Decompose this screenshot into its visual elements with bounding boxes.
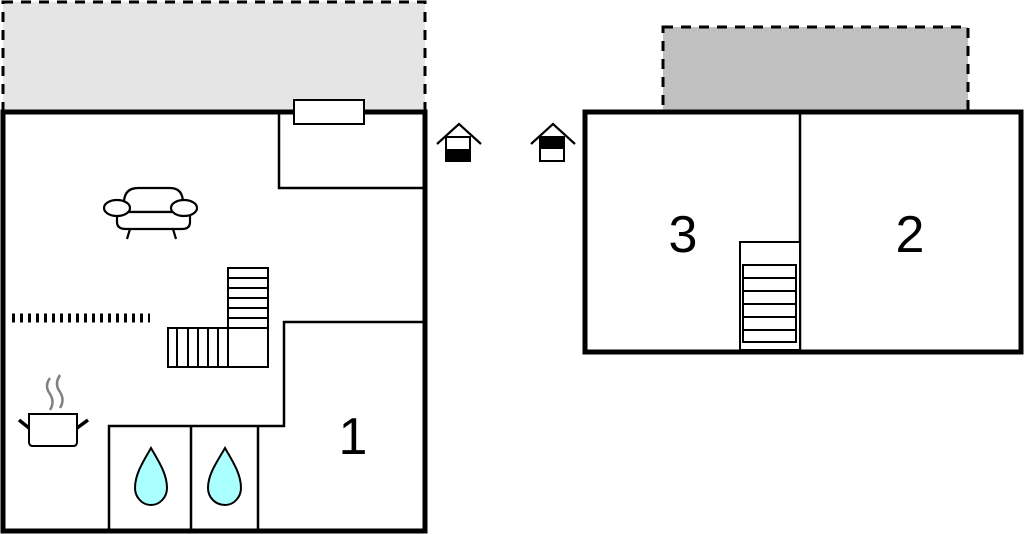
room-1-wall bbox=[107, 320, 425, 531]
terrace-upper bbox=[661, 25, 970, 114]
staircase-icon bbox=[739, 241, 801, 351]
shower-icon bbox=[133, 445, 169, 507]
upper-floor-indicator-icon[interactable] bbox=[530, 122, 576, 162]
ground-floor-indicator-icon[interactable] bbox=[436, 122, 482, 162]
room-label-1: 1 bbox=[338, 408, 368, 466]
closet-wall bbox=[277, 114, 425, 190]
terrace-ground bbox=[1, 0, 427, 114]
cooking-pot-icon bbox=[17, 374, 90, 447]
room-label-2: 2 bbox=[895, 206, 925, 264]
shower-icon bbox=[206, 445, 243, 507]
room-label-3: 3 bbox=[668, 206, 698, 264]
staircase-icon bbox=[167, 267, 269, 368]
fireplace-icon bbox=[293, 99, 365, 125]
upper-floor-outline bbox=[582, 109, 1024, 355]
sofa-icon bbox=[102, 186, 199, 240]
